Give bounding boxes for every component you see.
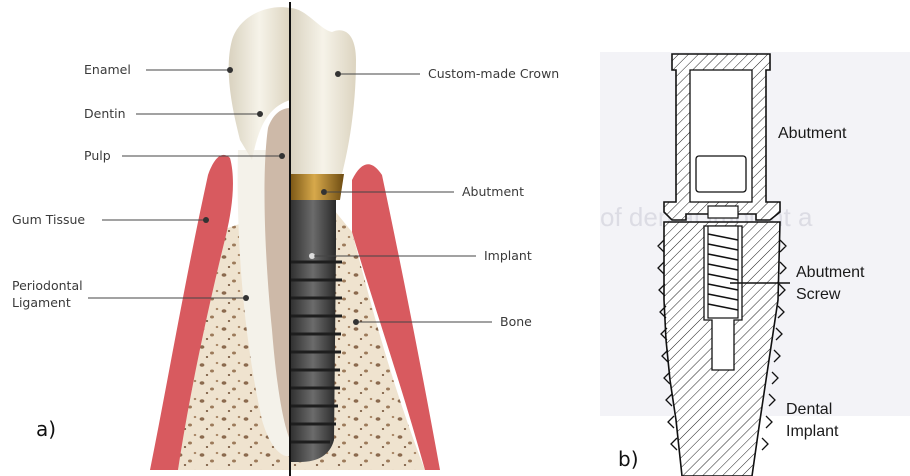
panel-b-letter: b) [618, 447, 639, 471]
label-dental-implant-line2: Implant [786, 423, 839, 440]
label-custom-crown: Custom-made Crown [428, 66, 559, 81]
label-dentin: Dentin [84, 106, 126, 121]
label-abutment-a: Abutment [462, 184, 524, 199]
custom-crown [290, 8, 356, 176]
label-abutment-b: Abutment [778, 125, 847, 142]
label-periodontal-line1: Periodontal [12, 278, 83, 293]
abutment-collar [290, 174, 344, 200]
abutment-post [290, 200, 336, 248]
panel-a-letter: a) [36, 417, 56, 441]
panel-b: of dental implant a Abutment Abutment Sc… [600, 52, 910, 476]
abutment-drawing [664, 54, 780, 220]
label-periodontal-line2: Ligament [12, 295, 71, 310]
label-abutment-screw-line2: Screw [796, 286, 841, 303]
label-pulp: Pulp [84, 148, 111, 163]
panel-a: Enamel Dentin Pulp Gum Tissue Periodonta… [12, 2, 559, 476]
label-dental-implant-line1: Dental [786, 401, 832, 418]
label-enamel: Enamel [84, 62, 131, 77]
label-abutment-screw-line1: Abutment [796, 264, 865, 281]
label-implant-a: Implant [484, 248, 532, 263]
label-gum-tissue: Gum Tissue [12, 212, 85, 227]
label-bone: Bone [500, 314, 532, 329]
